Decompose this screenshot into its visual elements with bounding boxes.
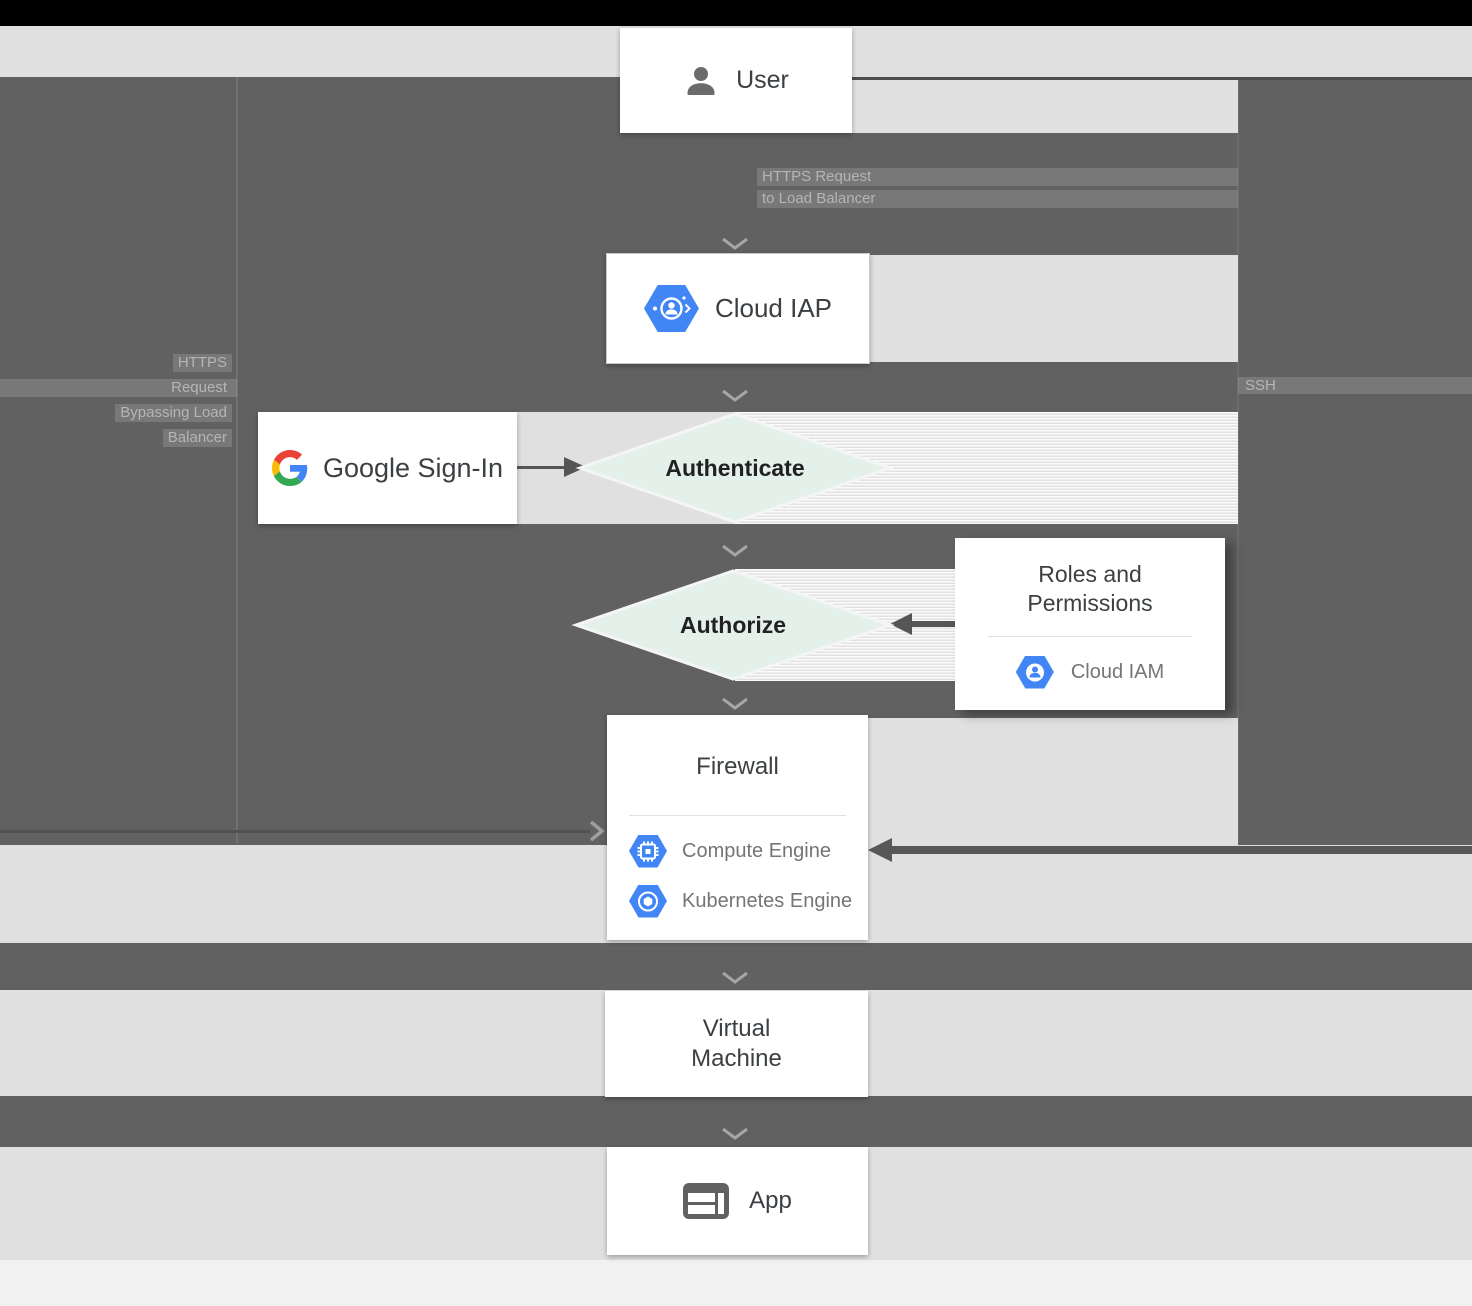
compute-engine-label: Compute Engine	[682, 839, 831, 862]
cloud-iam-icon	[1015, 655, 1054, 689]
arrow-down-icon	[722, 698, 748, 710]
arrowhead-right-chevron-icon	[589, 820, 605, 842]
app-node: App	[607, 1147, 868, 1255]
firewall-title: Firewall	[696, 753, 779, 780]
roles-divider	[988, 636, 1192, 637]
right-zone-boundary	[1237, 80, 1239, 843]
ssh-label: SSH	[1245, 377, 1276, 394]
google-authenticate-line	[517, 466, 569, 469]
top-black-bar	[0, 0, 1472, 26]
bypass-label-3: Bypassing Load	[115, 404, 232, 422]
ssh-bar: SSH	[1238, 377, 1472, 394]
user-label: User	[736, 66, 789, 94]
authenticate-label: Authenticate	[665, 454, 805, 481]
bypass-line	[0, 830, 590, 833]
bypass-labels: HTTPS Request Bypassing Load Balancer	[0, 354, 232, 447]
bypass-shaft	[0, 379, 237, 397]
request-lb-label-2: to Load Balancer	[762, 190, 876, 207]
roles-permissions-node: Roles and Permissions Cloud IAM	[955, 538, 1225, 710]
cloud-iam-label: Cloud IAM	[1070, 660, 1165, 683]
request-lb-label-1: HTTPS Request	[762, 168, 872, 185]
arrowhead-left-icon	[868, 838, 892, 862]
app-label: App	[749, 1187, 792, 1214]
ssh-return-line	[886, 846, 1472, 854]
cloud-iap-node: Cloud IAP	[606, 253, 870, 364]
compute-engine-icon	[629, 834, 667, 868]
ssh-out-line	[852, 77, 1472, 80]
bypass-label-2: Request	[171, 379, 227, 396]
arrow-down-icon	[722, 390, 748, 402]
authorize-label: Authorize	[679, 611, 787, 638]
authenticate-diamond: Authenticate	[575, 410, 895, 526]
user-node: User	[620, 28, 852, 133]
arrow-down-icon	[722, 1128, 748, 1140]
google-sign-in-label: Google Sign-In	[322, 452, 504, 483]
firewall-row-band	[868, 718, 1238, 845]
request-lb-bar-1: HTTPS Request	[757, 168, 1238, 186]
user-row-band	[852, 80, 1238, 133]
vm-title-line-2: Machine	[691, 1045, 782, 1072]
arrowhead-left-icon	[890, 613, 912, 635]
google-g-icon	[271, 450, 308, 486]
bypass-label-4: Balancer	[162, 429, 232, 447]
arrow-down-icon	[722, 972, 748, 984]
firewall-node: Firewall Compute Engine	[607, 715, 868, 940]
request-lb-bar-2: to Load Balancer	[757, 190, 1238, 208]
kubernetes-engine-label: Kubernetes Engine	[682, 889, 853, 912]
app-icon	[683, 1183, 730, 1219]
authorize-diamond: Authorize	[571, 567, 895, 683]
roles-title-line-2: Permissions	[1027, 590, 1153, 616]
kubernetes-engine-icon	[629, 884, 667, 918]
roles-title-line-1: Roles and	[1038, 561, 1142, 587]
cloud-iap-icon	[643, 285, 699, 332]
iap-row-band	[868, 255, 1238, 362]
virtual-machine-node: Virtual Machine	[605, 991, 868, 1097]
arrowhead-right-icon	[564, 457, 586, 477]
roles-authorize-line	[908, 621, 956, 627]
bypass-label-1: HTTPS	[172, 354, 232, 372]
cloud-iap-label: Cloud IAP	[714, 293, 833, 323]
arrow-down-icon	[722, 545, 748, 557]
left-zone-boundary	[236, 77, 238, 843]
google-sign-in-node: Google Sign-In	[258, 412, 517, 524]
arrow-down-icon	[722, 238, 748, 250]
vm-title-line-1: Virtual	[702, 1015, 771, 1042]
firewall-divider	[629, 815, 846, 816]
bottom-strip	[0, 1260, 1472, 1306]
user-icon	[687, 66, 715, 95]
